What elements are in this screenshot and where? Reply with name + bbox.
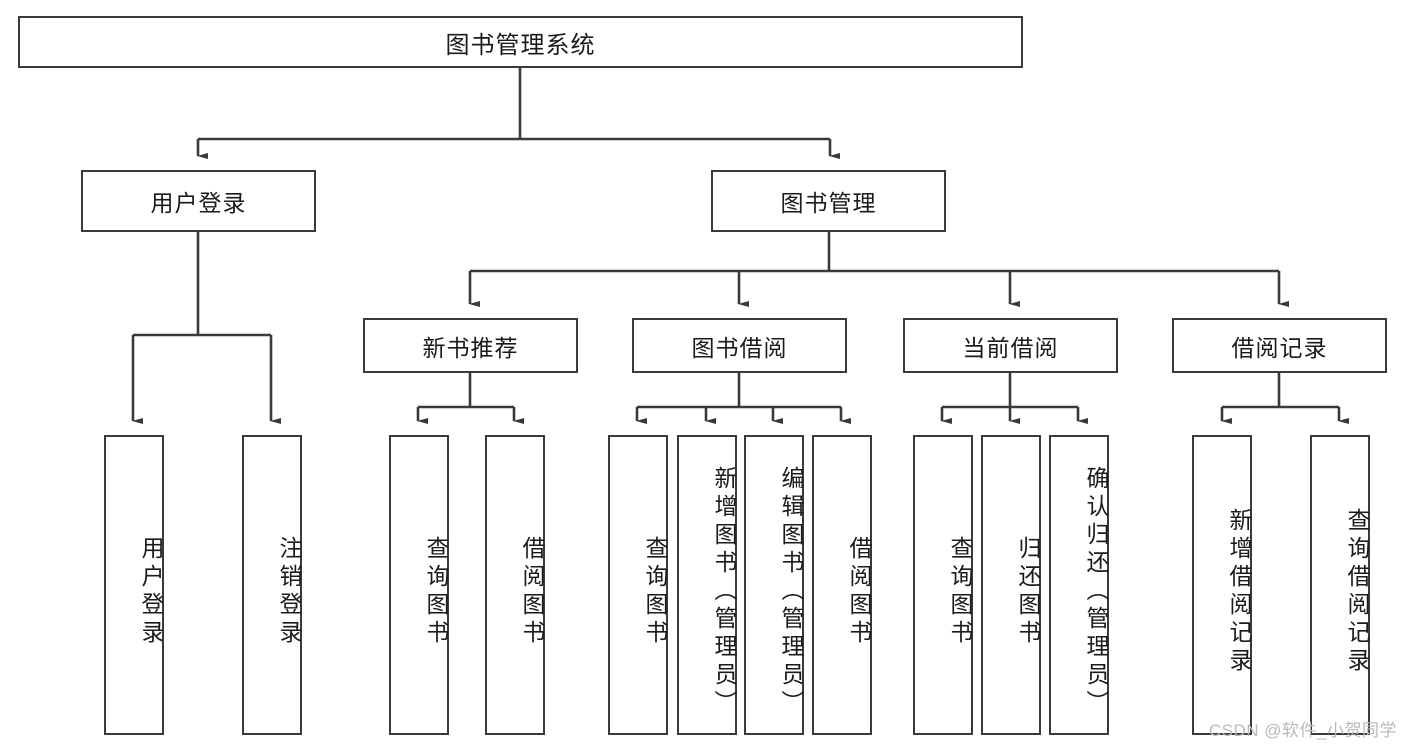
leaf-record-add-record[interactable]: 新增借阅记录	[1192, 435, 1252, 735]
node-book-management[interactable]: 图书管理	[711, 170, 946, 232]
leaf-current-return-book[interactable]: 归还图书	[981, 435, 1041, 735]
leaf-borrow-borrow-book[interactable]: 借阅图书	[812, 435, 872, 735]
leaf-borrow-edit-book-admin[interactable]: 编辑图书（管理员）	[744, 435, 804, 735]
watermark: CSDN @软件_小贺同学	[1208, 721, 1397, 740]
node-new-book-recommend[interactable]: 新书推荐	[363, 318, 578, 373]
leaf-user-login-logout[interactable]: 注销登录	[242, 435, 302, 735]
node-borrow-record[interactable]: 借阅记录	[1172, 318, 1387, 373]
leaf-record-query-record[interactable]: 查询借阅记录	[1310, 435, 1370, 735]
leaf-borrow-add-book-admin[interactable]: 新增图书（管理员）	[677, 435, 737, 735]
node-root-system[interactable]: 图书管理系统	[18, 16, 1023, 68]
node-current-borrow[interactable]: 当前借阅	[903, 318, 1118, 373]
leaf-borrow-query-book[interactable]: 查询图书	[608, 435, 668, 735]
leaf-new-book-borrow[interactable]: 借阅图书	[485, 435, 545, 735]
leaf-user-login-login[interactable]: 用户登录	[104, 435, 164, 735]
leaf-current-query-book[interactable]: 查询图书	[913, 435, 973, 735]
node-book-borrow[interactable]: 图书借阅	[632, 318, 847, 373]
leaf-new-book-query[interactable]: 查询图书	[389, 435, 449, 735]
node-user-login[interactable]: 用户登录	[81, 170, 316, 232]
leaf-current-confirm-return-admin[interactable]: 确认归还（管理员）	[1049, 435, 1109, 735]
